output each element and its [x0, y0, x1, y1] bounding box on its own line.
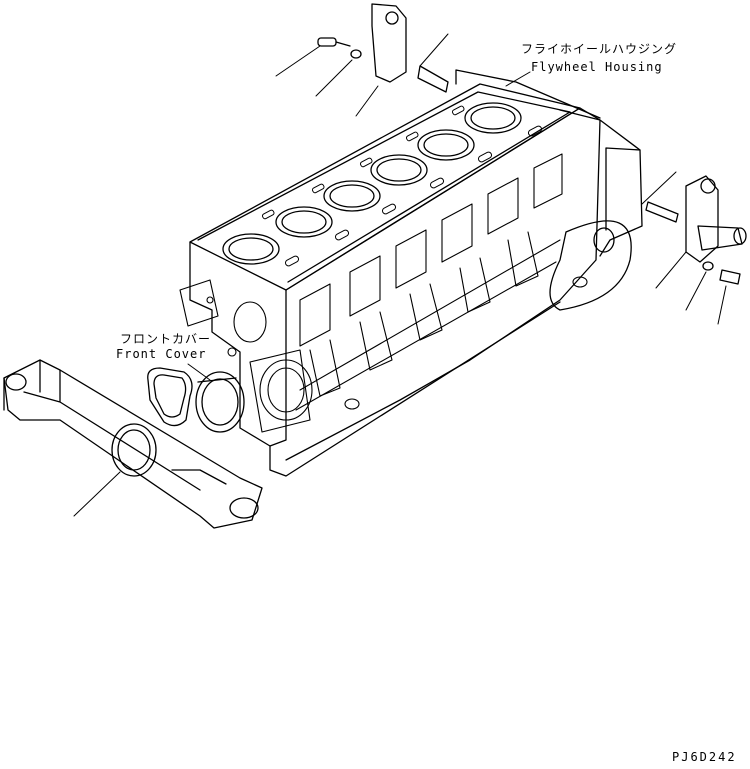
rear-top-mount	[318, 4, 448, 92]
front-cover-part	[148, 368, 244, 432]
rear-side-mount	[646, 176, 746, 284]
flywheel-housing-label-en: Flywheel Housing	[531, 60, 663, 74]
deck-slots	[262, 105, 543, 267]
front-support-bracket	[4, 360, 262, 528]
drawing-number: PJ6D242	[672, 750, 737, 764]
front-face-detail	[180, 280, 312, 432]
crankcase-side-detail	[296, 154, 587, 410]
cylinder-block	[190, 70, 642, 476]
leader-lines	[74, 34, 726, 516]
flywheel-housing-label-jp: フライホイールハウジング	[521, 42, 678, 56]
cylinder-bores	[223, 103, 521, 264]
front-cover-label-jp: フロントカバー	[120, 332, 212, 346]
front-cover-label-en: Front Cover	[116, 347, 207, 361]
